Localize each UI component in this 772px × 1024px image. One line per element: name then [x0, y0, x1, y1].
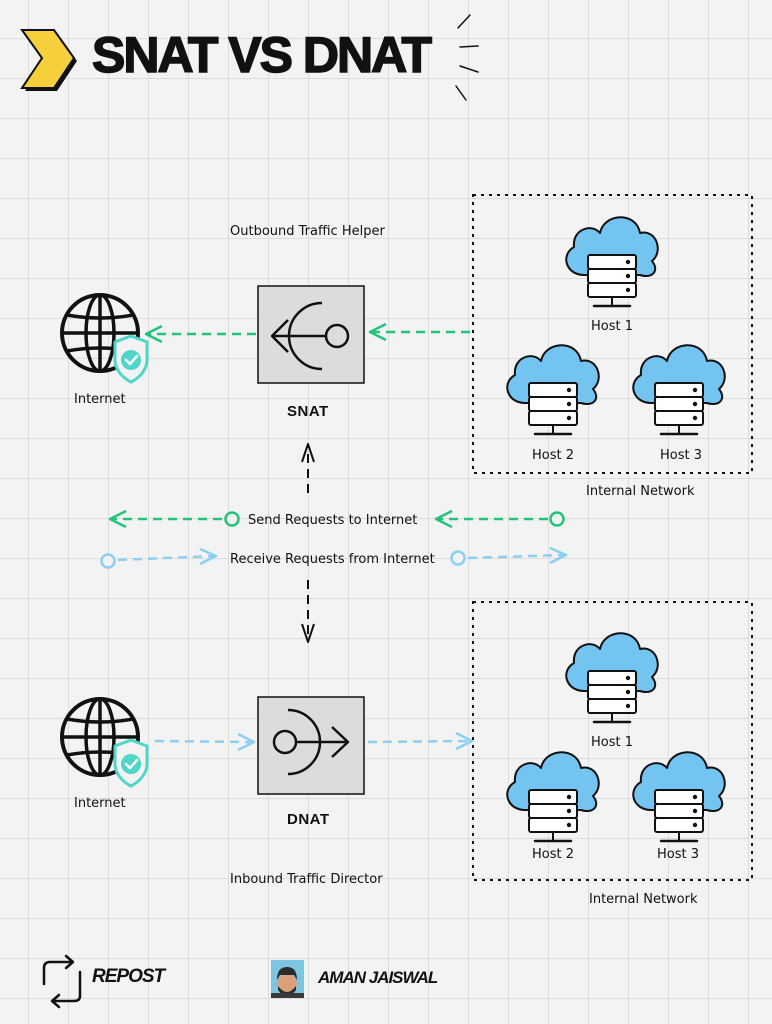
legend-receive-arrow-left — [100, 547, 218, 569]
snat-network-label: Internal Network — [586, 484, 695, 499]
snat-box — [257, 285, 365, 384]
snat-host-3-label: Host 3 — [660, 448, 703, 463]
dnat-host-3-label: Host 3 — [657, 847, 700, 862]
page-title: SNAT VS DNAT — [91, 26, 433, 84]
snat-host-3-icon — [632, 343, 727, 436]
snat-caption: Outbound Traffic Helper — [230, 224, 385, 239]
dnat-host-2-icon — [506, 750, 601, 843]
dnat-host-3-icon — [632, 750, 727, 843]
arrow-up-to-snat — [301, 443, 315, 493]
arrow-down-to-dnat — [301, 580, 315, 643]
snat-host-2-icon — [506, 343, 601, 436]
dnat-box — [257, 696, 365, 795]
dnat-host-1-label: Host 1 — [591, 735, 634, 750]
dnat-internet-label: Internet — [74, 796, 126, 811]
dnat-arrow-dnat-to-network — [367, 731, 474, 751]
legend-send-arrow-right — [434, 509, 565, 529]
dnat-shield-icon — [113, 738, 149, 788]
dnat-host-1-icon — [565, 631, 660, 724]
legend-send-label: Send Requests to Internet — [248, 513, 418, 528]
snat-arrow-network-to-snat — [368, 322, 470, 342]
snat-internet-label: Internet — [74, 392, 126, 407]
dnat-internal-network-boundary — [472, 601, 753, 881]
dnat-arrow-internet-to-dnat — [154, 732, 256, 752]
author-name: AMAN JAISWAL — [318, 968, 438, 987]
spark-lines-icon — [455, 14, 479, 101]
snat-host-1-label: Host 1 — [591, 319, 634, 334]
dnat-label: DNAT — [287, 811, 330, 828]
snat-shield-icon — [113, 334, 149, 384]
legend-receive-arrow-right — [450, 546, 568, 566]
snat-host-1-icon — [565, 215, 660, 308]
repost-label: REPOST — [92, 966, 165, 987]
dnat-network-label: Internal Network — [589, 892, 698, 907]
snat-arrow-snat-to-internet — [144, 324, 256, 344]
legend-receive-label: Receive Requests from Internet — [230, 552, 435, 567]
author-avatar — [271, 960, 304, 998]
snat-host-2-label: Host 2 — [532, 448, 575, 463]
dnat-host-2-label: Host 2 — [532, 847, 575, 862]
snat-internal-network-boundary — [472, 194, 753, 474]
repost-icon — [42, 954, 82, 1009]
legend-send-arrow-left — [108, 509, 240, 529]
chevron-logo-icon — [20, 29, 77, 91]
dnat-caption: Inbound Traffic Director — [230, 872, 383, 887]
snat-label: SNAT — [287, 403, 329, 420]
